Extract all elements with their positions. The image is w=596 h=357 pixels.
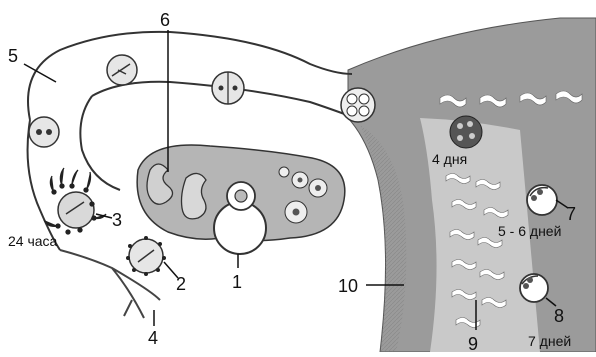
corpus-albicans bbox=[182, 173, 207, 218]
caption-24-hours: 24 часа bbox=[8, 233, 58, 249]
caption-5-6-days: 5 - 6 дней bbox=[498, 223, 561, 239]
zygote-early bbox=[29, 117, 59, 147]
label-6: 6 bbox=[160, 10, 170, 30]
oocyte bbox=[235, 190, 247, 202]
implanted-embryo bbox=[520, 274, 548, 302]
label-10: 10 bbox=[338, 276, 358, 296]
tube-inner-curve bbox=[80, 96, 120, 190]
blastocyst-4-days bbox=[450, 116, 482, 148]
morula bbox=[341, 88, 375, 122]
fertilization-sperm-cluster bbox=[44, 168, 106, 234]
follicle-small-1 bbox=[279, 167, 289, 177]
caption-4-days: 4 дня bbox=[432, 151, 467, 167]
label-9: 9 bbox=[468, 334, 478, 352]
label-2: 2 bbox=[176, 274, 186, 294]
caption-7-days: 7 дней bbox=[528, 333, 571, 349]
label-7: 7 bbox=[566, 204, 576, 224]
oocyte-with-sperm bbox=[126, 236, 166, 276]
implanting-blastocyst bbox=[527, 185, 557, 215]
fallopian-tube-outer bbox=[28, 32, 352, 120]
label-5: 5 bbox=[8, 46, 18, 66]
label-8: 8 bbox=[554, 306, 564, 326]
label-1: 1 bbox=[232, 272, 242, 292]
label-4: 4 bbox=[148, 328, 158, 348]
label-3: 3 bbox=[112, 210, 122, 230]
